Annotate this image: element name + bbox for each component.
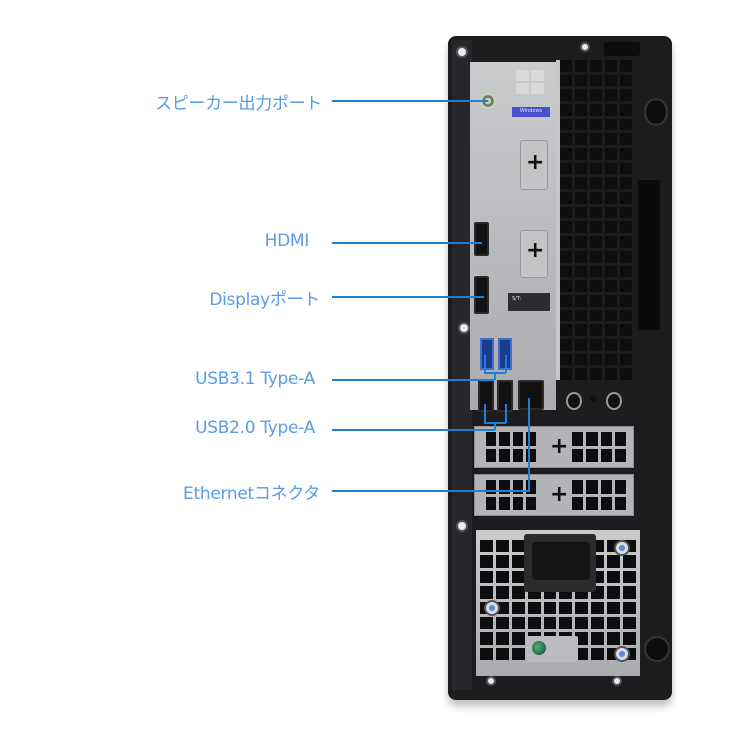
callout-speaker-output-label: スピーカー出力ポート	[155, 94, 322, 114]
psu-screw-top-right	[614, 540, 630, 556]
callout-line-hdmi	[332, 242, 482, 244]
callout-line-usb31	[332, 379, 495, 381]
callout-line-ethernet	[332, 490, 530, 492]
knockout-2	[520, 230, 548, 278]
psu-test-led	[532, 641, 546, 655]
callout-ethernet-label: Ethernetコネクタ	[183, 484, 320, 504]
callout-line-ethernet-vertical	[528, 398, 530, 491]
windows-badge: Windows	[512, 107, 550, 117]
callout-line-usb20	[332, 429, 495, 431]
case-screw-mid-left	[458, 322, 470, 334]
case-screw-top-left	[456, 46, 468, 58]
callout-bracket-usb20	[484, 422, 506, 424]
psu-screw-bottom-right	[614, 646, 630, 662]
plus-icon: +	[550, 482, 569, 507]
case-right-rail	[638, 180, 660, 330]
speaker-output-port	[479, 92, 497, 110]
callout-bracket-usb20-left	[484, 404, 486, 423]
plus-icon: +	[550, 434, 569, 459]
service-tag-sticker: S/T:	[508, 293, 550, 311]
callout-usb31-label: USB3.1 Type-A	[195, 369, 315, 389]
windows-logo-icon	[516, 70, 544, 94]
callout-bracket-usb20-right	[505, 404, 507, 423]
ac-power-inlet	[532, 542, 590, 580]
expansion-slot-vent-2	[486, 480, 536, 510]
callout-usb20-label: USB2.0 Type-A	[195, 418, 315, 438]
case-screw-bottom-right	[612, 676, 622, 686]
case-handle-slot	[604, 42, 640, 56]
case-side-rail	[452, 40, 472, 690]
callout-bracket-usb31-right	[505, 355, 507, 373]
expansion-slot-vent-1	[486, 432, 536, 462]
vent-grill-upper	[560, 60, 632, 380]
callout-bracket-usb31-stem	[494, 372, 496, 380]
callout-bracket-usb20-stem	[494, 422, 496, 430]
kensington-slot-icon	[590, 396, 596, 402]
plus-icon: +	[526, 150, 545, 175]
knockout-1	[520, 140, 548, 190]
psu-screw-left	[484, 600, 500, 616]
callout-hdmi-label: HDMI	[264, 231, 310, 251]
callout-line-speaker	[332, 100, 488, 102]
callout-bracket-usb31-left	[484, 355, 486, 373]
padlock-loop-icon	[606, 392, 622, 410]
displayport-port	[474, 276, 489, 314]
callout-bracket-usb31	[484, 372, 506, 374]
callout-line-displayport	[332, 296, 484, 298]
case-foot-screw	[644, 636, 670, 662]
plate-between-grill	[556, 60, 560, 380]
expansion-slot-vent-1b	[572, 432, 626, 462]
case-screw-top-mid	[580, 42, 590, 52]
case-screw-bottom-left	[486, 676, 496, 686]
usb20-port-1	[478, 380, 494, 412]
usb31-port-1	[480, 338, 494, 370]
psu-vent-grill	[480, 540, 636, 660]
hdmi-port	[474, 222, 489, 256]
callout-displayport-label: Displayポート	[209, 290, 320, 310]
expansion-slot-vent-2b	[572, 480, 626, 510]
padlock-loop-icon	[566, 392, 582, 410]
ethernet-port	[518, 380, 544, 410]
case-screw-lower-left	[456, 520, 468, 532]
plus-icon: +	[526, 238, 545, 263]
thumbscrew-icon	[644, 98, 668, 126]
